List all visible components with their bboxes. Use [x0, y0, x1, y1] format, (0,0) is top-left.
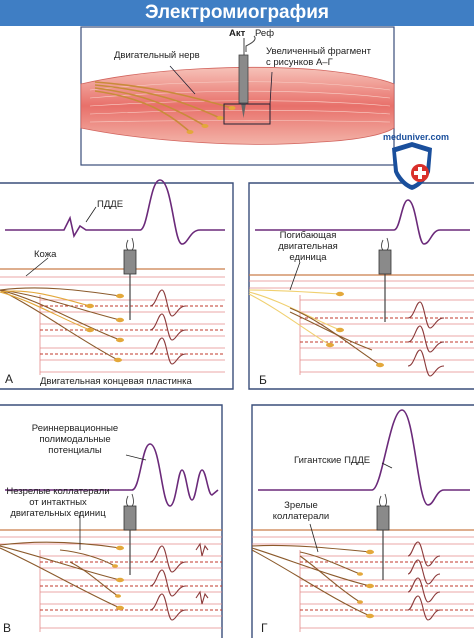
top-panel: [80, 26, 395, 166]
panel-a-electrode: [123, 237, 137, 320]
panel-b-electrode: [378, 237, 392, 322]
dying-unit-label: Погибающая двигательная единица: [278, 230, 338, 263]
watermark-text: meduniver.com: [383, 132, 450, 142]
reinnervation-label: Реиннервационные полимодальные потенциал…: [31, 423, 119, 456]
endplate-label: Двигательная концевая пластинка: [40, 376, 192, 387]
panel-a: [0, 179, 234, 390]
panel-b-wave: [255, 199, 470, 245]
top-electrode: [238, 35, 256, 118]
page-title: Электромиография: [0, 0, 474, 26]
top-endplates: [186, 106, 236, 134]
panel-g-wave: [258, 409, 470, 506]
panel-v: [0, 404, 223, 638]
pdde-label: ПДДЕ: [97, 199, 124, 210]
panel-letter-g: Г: [261, 621, 268, 635]
panel-g-electrode: [376, 493, 390, 580]
skin-label: Кожа: [34, 249, 57, 260]
nerve-pointer: [169, 65, 196, 95]
panel-letter-v: В: [3, 621, 12, 635]
muscle-belly: [80, 66, 395, 145]
panel-v-electrode: [123, 493, 137, 575]
fragment-box: [223, 103, 271, 125]
mature-collaterals-label: Зрелые коллатерали: [272, 500, 330, 522]
panel-b: [248, 182, 474, 390]
panel-a-wave: [5, 179, 225, 245]
immature-collaterals-label: Незрелые коллатерали от интактных двигат…: [6, 486, 110, 519]
giant-pdde-label: Гигантские ПДДЕ: [294, 455, 371, 466]
panel-g: [251, 404, 474, 638]
enlarged-fragment-label: Увеличенный фрагмент с рисунков А–Г: [266, 46, 372, 68]
fragment-pointer: [269, 71, 273, 105]
panel-letter-a: А: [5, 372, 14, 386]
motor-nerve-label: Двигательный нерв: [114, 50, 200, 61]
meduniver-shield-icon: [392, 142, 432, 190]
panel-v-wave: [5, 443, 219, 507]
ref-label: Реф: [255, 28, 275, 39]
panel-letter-b: Б: [259, 373, 267, 387]
motor-nerve: [94, 81, 233, 133]
act-label: Акт: [229, 28, 246, 39]
